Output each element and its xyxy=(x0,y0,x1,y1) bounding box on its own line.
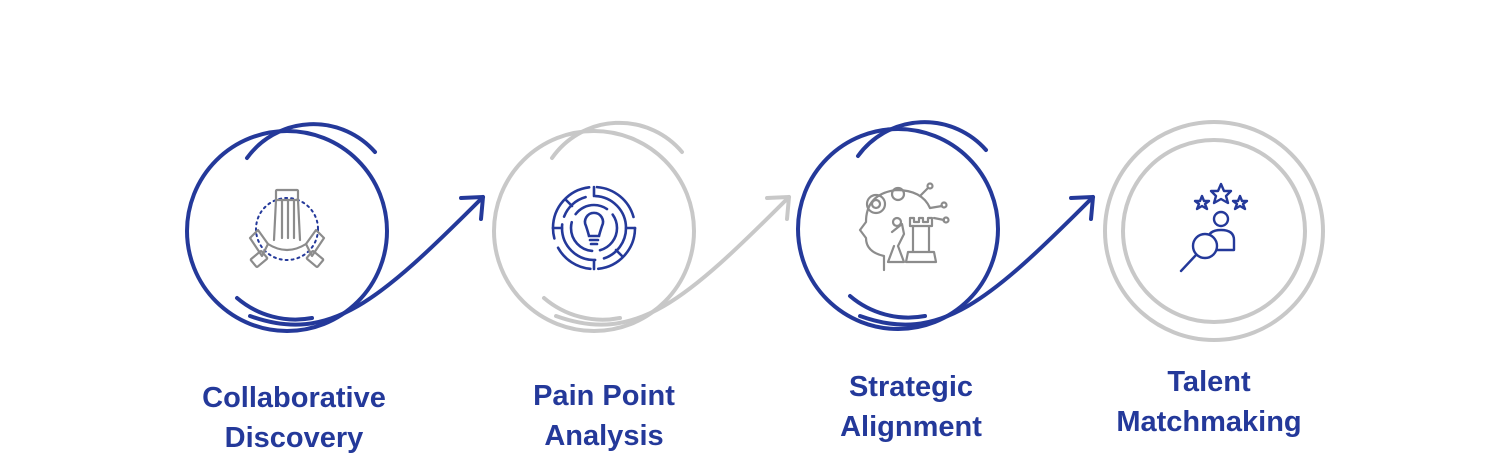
step-4-ring xyxy=(1103,120,1325,342)
step-3-ring xyxy=(796,127,1000,331)
step-2-label: Pain Point Analysis xyxy=(464,376,744,456)
step-1-inner-arc xyxy=(245,122,377,160)
step-2-label-line-2: Analysis xyxy=(544,420,664,452)
head-gears-chess-icon xyxy=(858,182,950,272)
step-3 xyxy=(796,120,1000,331)
search-person-stars-icon xyxy=(1179,182,1249,273)
step-2-inner-arc xyxy=(550,120,684,160)
step-2 xyxy=(492,120,696,333)
step-3-label: Strategic Alignment xyxy=(771,367,1051,447)
step-3-label-line-1: Strategic xyxy=(848,371,974,403)
step-1-label-line-1: Collaborative xyxy=(202,382,386,414)
connector-arrow-2 xyxy=(554,195,791,327)
step-4-label: Talent Matchmaking xyxy=(1069,362,1349,442)
step-1-label-line-2: Discovery xyxy=(224,422,364,454)
connector-arrow-3 xyxy=(858,195,1095,327)
step-4-label-line-1: Talent xyxy=(1167,366,1251,398)
step-3-inner-arc xyxy=(848,294,927,320)
lightbulb-maze-icon xyxy=(551,185,637,271)
step-4-inner-ring xyxy=(1121,138,1307,324)
step-1-inner-arc xyxy=(235,296,314,322)
step-4-label-line-2: Matchmaking xyxy=(1116,406,1302,438)
step-4 xyxy=(1103,120,1325,342)
connector-arrow-1 xyxy=(248,195,485,327)
step-1-label: Collaborative Discovery xyxy=(154,378,434,458)
step-2-label-line-1: Pain Point xyxy=(533,380,675,412)
step-1-ring xyxy=(185,129,389,333)
step-2-inner-arc xyxy=(542,296,622,322)
hands-teamwork-icon xyxy=(248,188,326,269)
step-1 xyxy=(185,122,389,333)
step-3-label-line-2: Alignment xyxy=(840,411,982,443)
step-2-ring xyxy=(492,129,696,333)
step-3-inner-arc xyxy=(856,120,988,158)
